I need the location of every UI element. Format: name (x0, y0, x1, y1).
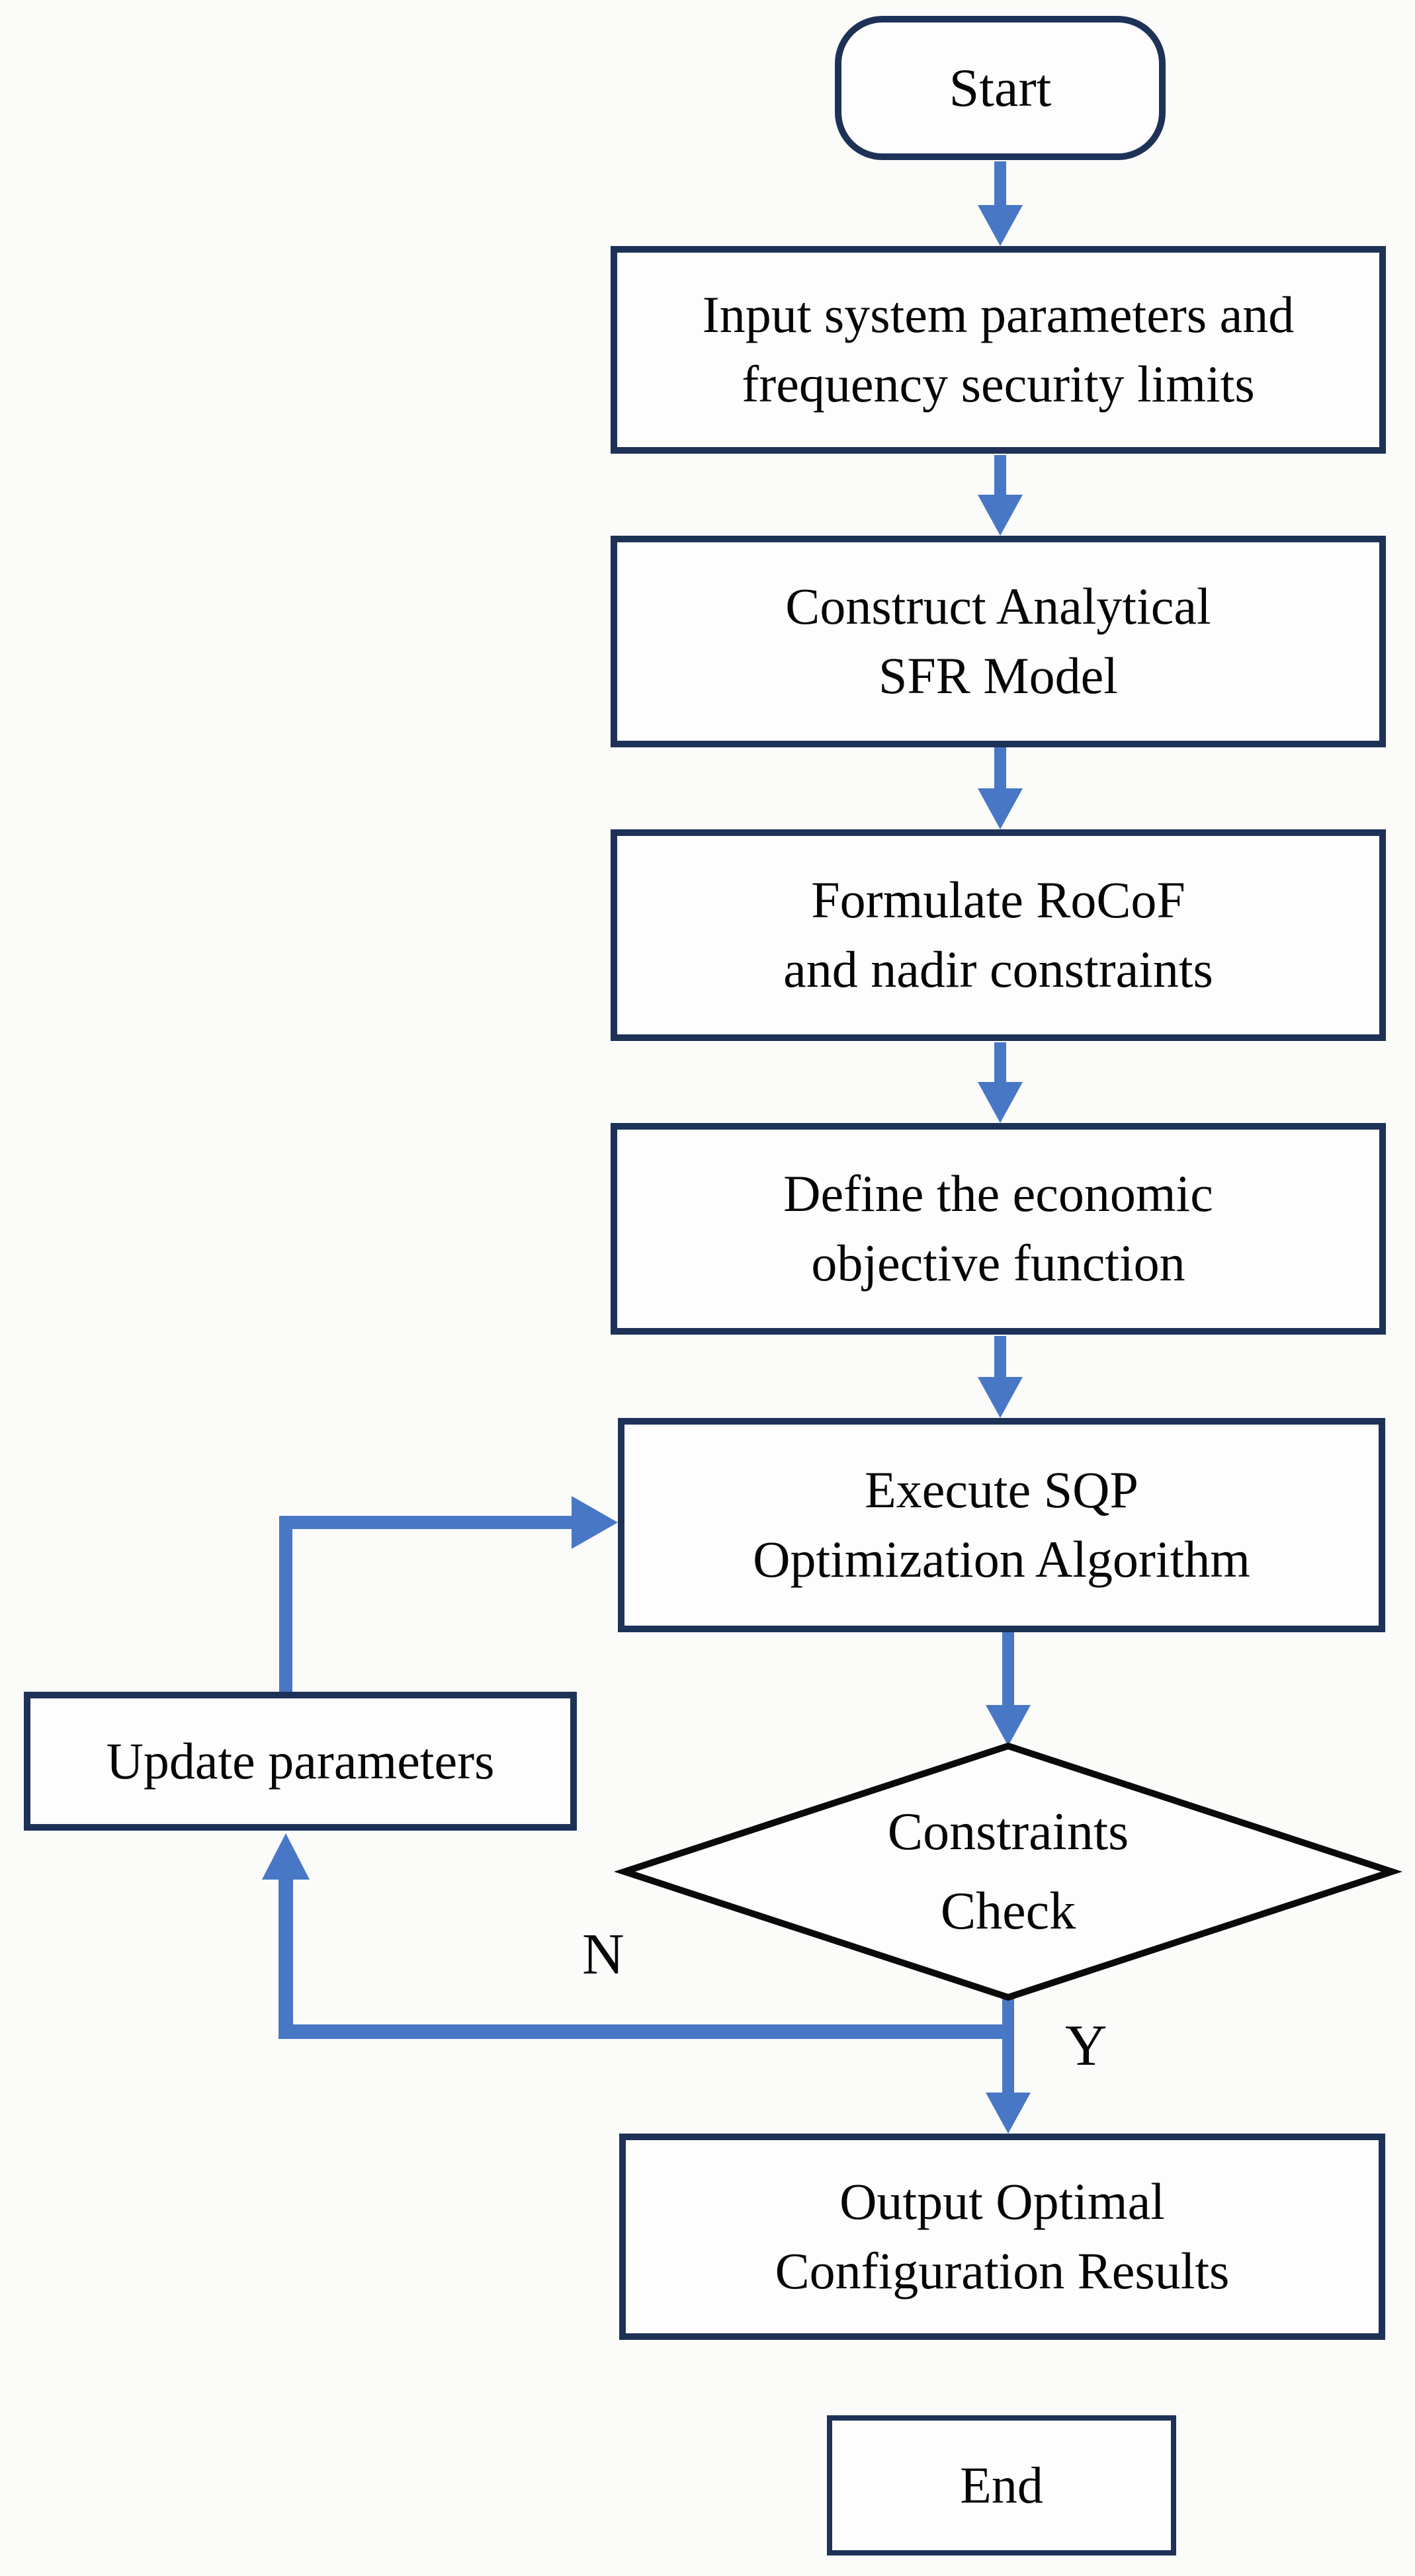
edge-check-output (986, 1995, 1031, 2134)
edge-start-input (978, 161, 1023, 246)
node-end: End (827, 2415, 1176, 2555)
node-update-label: Update parameters (106, 1731, 495, 1790)
edge-rocof-objective (978, 1042, 1023, 1123)
node-constraints-check: Constraints Check (750, 1776, 1266, 1967)
edge-sqp-check (986, 1632, 1031, 1746)
node-sqp-line1: Execute SQP (865, 1461, 1138, 1519)
node-start: Start (835, 16, 1166, 160)
node-input-line1: Input system parameters and (702, 286, 1295, 344)
edge-check-update (262, 1833, 1014, 2039)
node-execute-sqp: Execute SQP Optimization Algorithm (618, 1418, 1385, 1632)
node-output-line1: Output Optimal (839, 2173, 1165, 2231)
edge-input-sfr (978, 455, 1023, 536)
node-sfr-line2: SFR Model (879, 647, 1118, 704)
node-start-label: Start (949, 58, 1052, 118)
node-objective-line1: Define the economic (783, 1165, 1213, 1223)
edge-objective-sqp (978, 1336, 1023, 1418)
branch-label-no: N (582, 1923, 624, 1987)
node-output-line2: Configuration Results (775, 2242, 1230, 2300)
node-output-results: Output Optimal Configuration Results (619, 2134, 1385, 2340)
node-define-objective: Define the economic objective function (611, 1123, 1386, 1335)
node-objective-line2: objective function (811, 1234, 1185, 1292)
node-formulate-constraints: Formulate RoCoF and nadir constraints (611, 829, 1386, 1041)
node-rocof-line1: Formulate RoCoF (811, 871, 1185, 929)
edge-sfr-rocof (978, 747, 1023, 829)
branch-label-yes: Y (1065, 2014, 1107, 2078)
decision-diamond-shape (613, 1742, 1403, 2001)
node-input-parameters: Input system parameters and frequency se… (611, 246, 1386, 454)
node-update-parameters: Update parameters (24, 1692, 577, 1831)
node-sqp-line2: Optimization Algorithm (753, 1530, 1250, 1588)
node-input-line2: frequency security limits (742, 355, 1255, 413)
node-rocof-line2: and nadir constraints (783, 940, 1213, 998)
node-construct-sfr-model: Construct Analytical SFR Model (611, 536, 1386, 747)
edge-update-sqp (279, 1496, 618, 1693)
node-sfr-line1: Construct Analytical (785, 577, 1211, 636)
node-check-line2: Check (940, 1882, 1076, 1940)
node-end-label: End (960, 2456, 1043, 2514)
node-check-line1: Constraints (887, 1803, 1129, 1861)
